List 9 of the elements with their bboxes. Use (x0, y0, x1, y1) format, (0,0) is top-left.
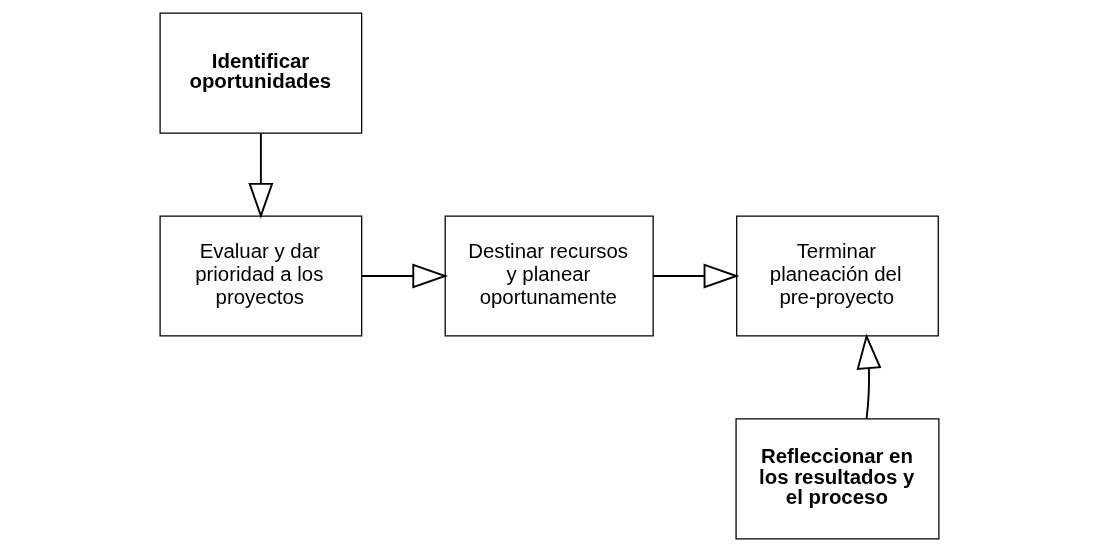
node-box: Identificar oportunidades (158, 12, 362, 134)
node-box: Evaluar y dar prioridad a los proyectos (158, 215, 362, 337)
node-box: Destinar recursos y planear oportunamente (444, 215, 654, 337)
arrow (360, 263, 448, 289)
arrow (247, 132, 273, 219)
node-box: Terminar planeación del pre-proyecto (735, 215, 939, 337)
arrow (651, 263, 739, 289)
node-box: Refleccionar en los resultados y el proceso (734, 418, 940, 540)
arrow (856, 333, 881, 420)
